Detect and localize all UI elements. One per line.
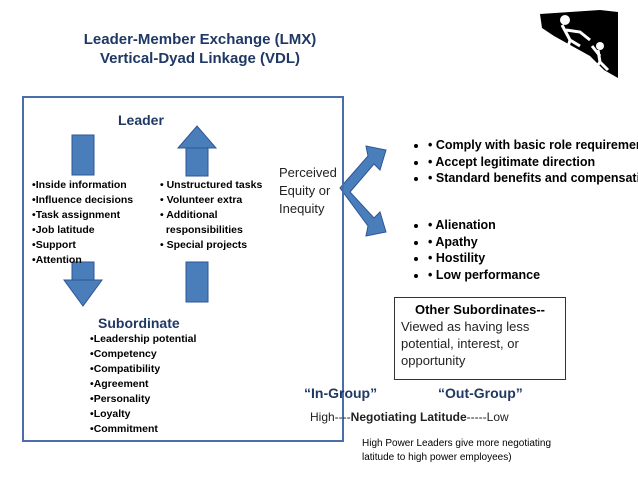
high-power-note: High Power Leaders give more negotiating… xyxy=(362,437,551,465)
other-subordinates-line: opportunity xyxy=(401,353,466,368)
climbers-helping-icon xyxy=(540,10,618,78)
list-item: Personality xyxy=(90,392,196,407)
list-item: Hostility xyxy=(428,250,540,267)
other-subordinates-line: potential, interest, or xyxy=(401,336,519,351)
list-item: Standard benefits and compensation xyxy=(428,170,638,187)
down-arrow-left xyxy=(63,134,103,307)
list-item: Compatibility xyxy=(90,362,196,377)
list-item: Attention xyxy=(32,253,133,268)
out-group-label: “Out-Group” xyxy=(438,385,523,401)
list-item: • Unstructured tasks xyxy=(160,179,263,191)
list-item: Apathy xyxy=(428,234,540,251)
other-subordinates-line: Viewed as having less xyxy=(401,319,530,334)
subordinate-list: Leadership potential Competency Compatib… xyxy=(90,332,197,437)
leader-label: Leader xyxy=(118,112,164,128)
list-item: Leadership potential xyxy=(90,332,197,347)
inequity-outcomes-list: Alienation Apathy Hostility Low performa… xyxy=(388,217,540,283)
list-item: Loyalty xyxy=(90,407,196,422)
list-item: Task assignment xyxy=(32,208,133,223)
perceived-line: Equity or xyxy=(279,183,331,198)
list-item: Accept legitimate direction xyxy=(428,154,638,171)
list-item: Influence decisions xyxy=(32,193,133,208)
list-item: Job latitude xyxy=(32,223,133,238)
list-item: Alienation xyxy=(428,217,540,234)
perceived-label: Perceived Equity or Inequity xyxy=(279,164,337,218)
list-item: • Special projects xyxy=(160,239,248,251)
list-item: Agreement xyxy=(90,377,196,392)
diagram-title: Leader-Member Exchange (LMX) xyxy=(83,31,317,48)
in-group-label: “In-Group” xyxy=(304,385,378,401)
list-item: responsibilities xyxy=(162,224,243,236)
perceived-line: Perceived xyxy=(279,165,337,180)
list-item: Support xyxy=(32,238,133,253)
list-item: Low performance xyxy=(428,267,540,284)
leader-to-sub-list: Inside information Influence decisions T… xyxy=(32,178,133,268)
latitude-low: -----Low xyxy=(466,410,509,424)
latitude-label: Negotiating Latitude xyxy=(350,410,467,424)
list-item: Comply with basic role requirements xyxy=(428,137,638,154)
note-line: High Power Leaders give more negotiating xyxy=(362,438,551,449)
up-arrow-right xyxy=(176,125,218,303)
subordinate-label: Subordinate xyxy=(98,315,180,331)
note-line: latitude to high power employees) xyxy=(362,452,512,463)
other-subordinates-heading: Other Subordinates-- xyxy=(414,302,545,317)
other-subordinates-box: Other Subordinates-- Viewed as having le… xyxy=(394,297,566,380)
list-item: Competency xyxy=(90,347,196,362)
lmx-frame xyxy=(22,96,344,442)
list-item: Commitment xyxy=(90,422,196,437)
latitude-high: High---- xyxy=(310,410,351,424)
diagram-subtitle: Vertical-Dyad Linkage (VDL) xyxy=(99,50,301,67)
sub-to-leader-list: • Unstructured tasks • Volunteer extra •… xyxy=(160,178,262,253)
perceived-line: Inequity xyxy=(279,201,325,216)
fork-arrow xyxy=(339,145,387,237)
list-item: • Volunteer extra xyxy=(160,194,243,206)
list-item: • Additional xyxy=(160,209,218,221)
list-item: Inside information xyxy=(32,178,133,193)
negotiating-latitude-scale: High----Negotiating Latitude-----Low xyxy=(310,410,509,424)
equity-outcomes-list: Comply with basic role requirements Acce… xyxy=(388,137,638,187)
